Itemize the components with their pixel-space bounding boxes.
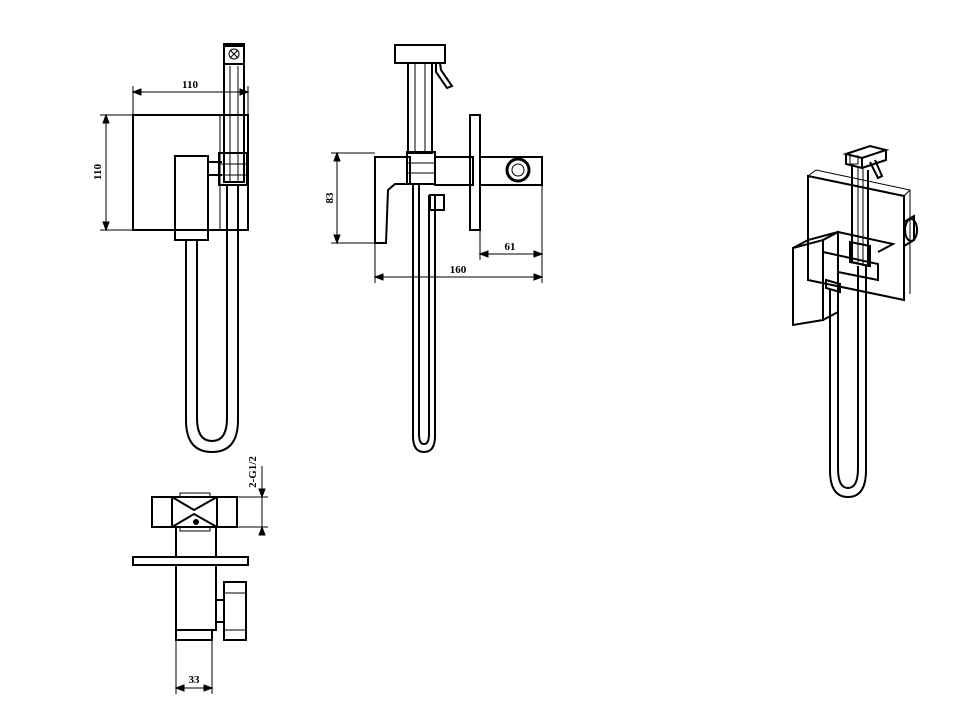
front-length-label: 160: [450, 264, 467, 276]
thread-label: 2-G1/2: [247, 456, 259, 488]
nozzle-icon: [228, 48, 240, 60]
front-view: 83 61 160: [324, 44, 544, 454]
isometric-view: [792, 144, 918, 499]
front-offset-label: 61: [505, 241, 516, 253]
side-view: 110 110: [92, 43, 250, 454]
bottom-width-label: 33: [189, 674, 201, 686]
side-width-label: 110: [182, 79, 198, 91]
side-height-label: 110: [92, 164, 104, 180]
front-height-label: 83: [324, 192, 336, 204]
top-view: 2-G1/2 33: [132, 456, 268, 694]
screw-icon: [193, 519, 199, 525]
